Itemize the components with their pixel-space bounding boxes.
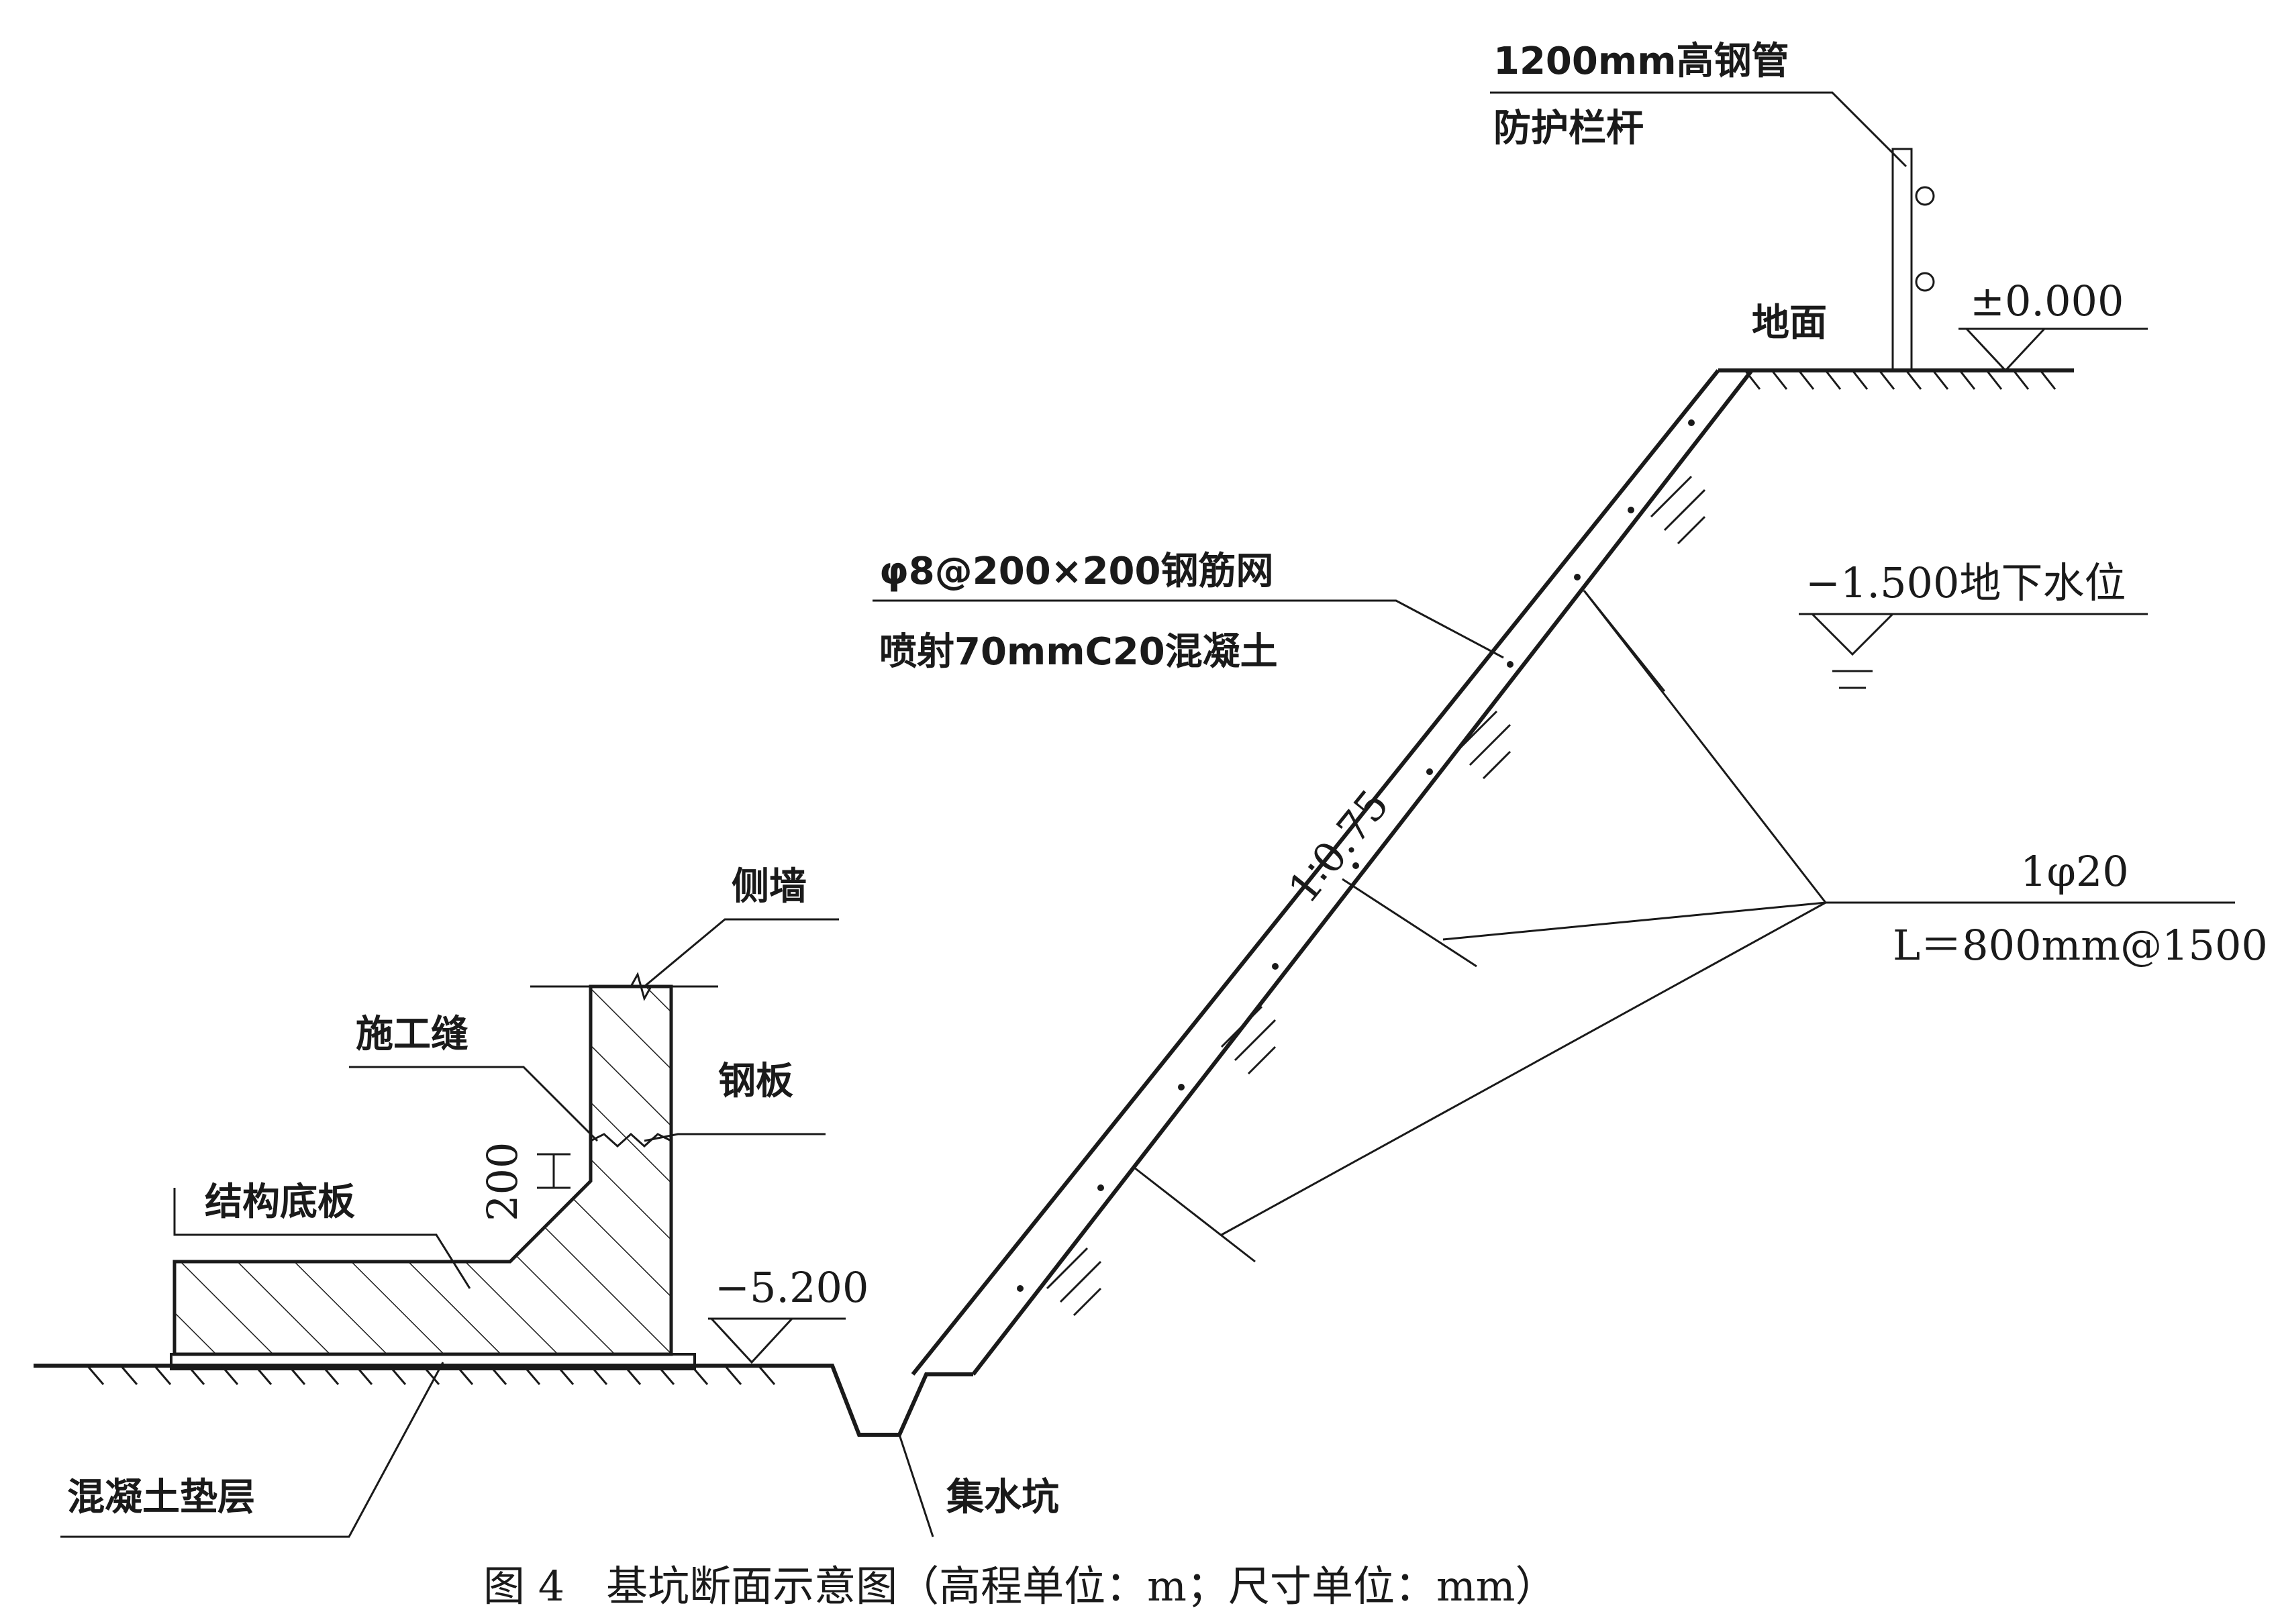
label-guardrail-2: 防护栏杆	[1493, 107, 1644, 150]
label-base-slab: 结构底板	[205, 1180, 355, 1224]
label-groundwater: −1.500地下水位	[1805, 558, 2126, 607]
dimension-200	[537, 1153, 570, 1189]
label-ground: 地面	[1752, 301, 1827, 345]
label-mesh-1: φ8@200×200钢筋网	[879, 550, 1273, 593]
soil-nails	[1134, 590, 2235, 1263]
label-mesh-2: 喷射70mmC20混凝土	[879, 630, 1278, 674]
guardrail	[1490, 91, 1935, 372]
ground-surface	[1718, 368, 2074, 390]
label-elevation-bottom: −5.200	[715, 1263, 869, 1312]
mesh-leader	[873, 599, 1504, 659]
label-nail-1: 1φ20	[2020, 847, 2129, 896]
figure-caption: 图 4 基坑断面示意图（高程单位：m；尺寸单位：mm）	[483, 1562, 1557, 1611]
pit-bottom-ground	[34, 1364, 973, 1437]
label-construction-joint: 施工缝	[356, 1013, 468, 1056]
label-elevation-ground: ±0.000	[1970, 276, 2124, 325]
label-side-wall: 侧墙	[732, 865, 807, 909]
groundwater-mark	[1799, 613, 2148, 689]
ground-elevation-mark	[1958, 327, 2148, 372]
label-steel-plate: 钢板	[718, 1060, 793, 1103]
slope-shotcrete-face	[911, 369, 1754, 1376]
label-nail-2: L＝800mm@1500	[1893, 921, 2268, 970]
label-sump: 集水坑	[946, 1476, 1059, 1519]
construction-joint	[590, 1132, 672, 1148]
label-dimension-200: 200	[478, 1142, 527, 1221]
label-guardrail-1: 1200mm高钢管	[1493, 40, 1789, 83]
side-wall-top	[530, 972, 718, 1001]
bottom-elevation-mark	[708, 1317, 846, 1364]
label-cushion: 混凝土垫层	[67, 1476, 255, 1519]
slope-soil-hatch	[1046, 475, 1706, 1317]
leaders	[60, 918, 934, 1538]
